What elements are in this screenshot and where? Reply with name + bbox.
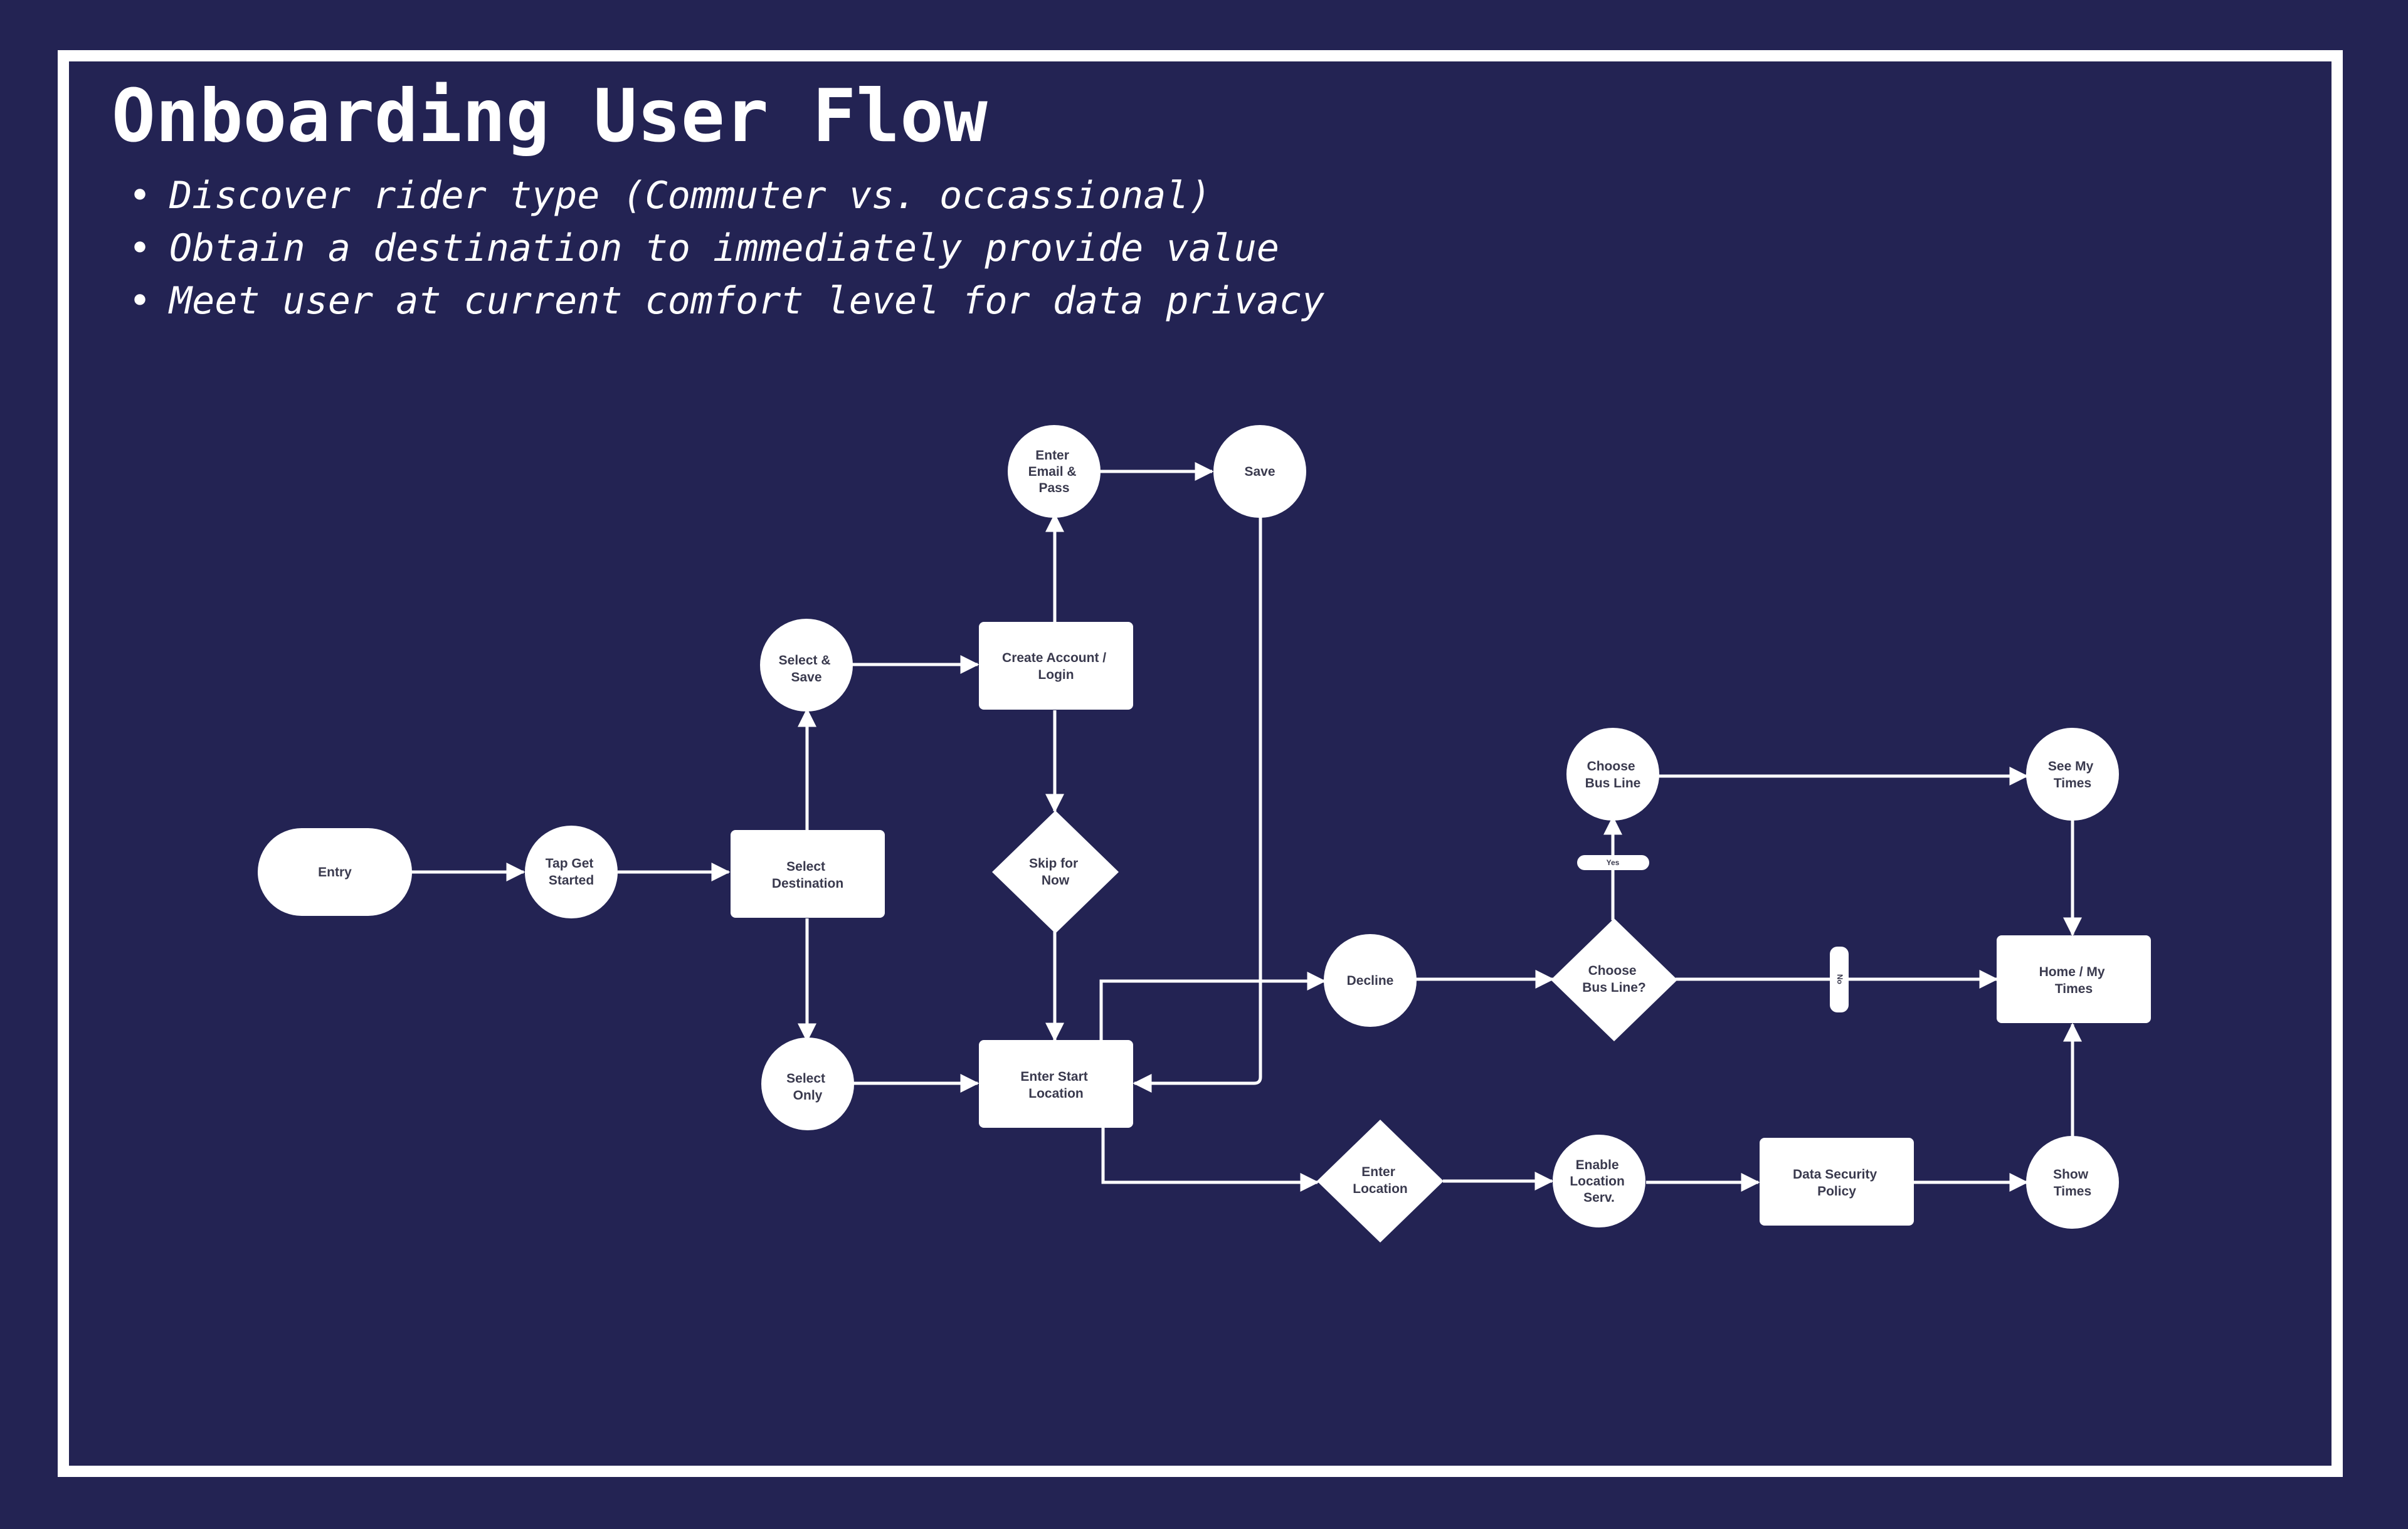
node-select-destination: Select Destination — [731, 830, 885, 918]
svg-text:Show Times: Show Times — [2053, 1167, 2092, 1199]
node-tap-get-started: Tap Get Started — [525, 826, 618, 918]
svg-text:No: No — [1835, 974, 1844, 984]
goal-item: Meet user at current comfort level for d… — [129, 275, 1324, 327]
node-choose-bus-line-decision: Choose Bus Line? — [1551, 918, 1677, 1041]
svg-text:Select Only: Select Only — [786, 1071, 829, 1103]
svg-text:Choose Bus Line?: Choose Bus Line? — [1582, 964, 1646, 995]
yes-label: Yes — [1577, 855, 1649, 870]
svg-text:See My Times: See My Times — [2048, 759, 2097, 791]
node-select-only: Select Only — [761, 1038, 854, 1130]
svg-text:Skip for Now: Skip for Now — [1029, 856, 1082, 888]
node-skip-for-now: Skip for Now — [992, 811, 1119, 933]
page-title: Onboarding User Flow — [112, 74, 988, 159]
svg-text:Enter Email & Pass: Enter Email & Pass — [1028, 448, 1080, 495]
goal-item: Obtain a destination to immediately prov… — [129, 222, 1324, 275]
svg-text:Yes: Yes — [1607, 858, 1620, 867]
node-enter-location: Enter Location — [1317, 1120, 1444, 1243]
node-create-account: Create Account / Login — [979, 622, 1133, 710]
svg-text:Create Account / Login: Create Account / Login — [1002, 651, 1110, 682]
svg-text:Choose Bus Line: Choose Bus Line — [1585, 759, 1641, 791]
svg-text:Entry: Entry — [318, 865, 352, 880]
node-home-my-times: Home / My Times — [1997, 935, 2151, 1023]
node-see-my-times: See My Times — [2026, 728, 2119, 821]
svg-text:Select Destination: Select Destination — [772, 859, 843, 891]
no-label: No — [1830, 947, 1849, 1012]
svg-text:Enter Location: Enter Location — [1353, 1165, 1408, 1196]
svg-text:Data Security Policy: Data Security Policy — [1793, 1167, 1881, 1199]
node-enter-start-location: Enter Start Location — [979, 1040, 1133, 1128]
connector-save-enterstart — [1133, 515, 1262, 1093]
connector-enterstart-enterlocation — [1101, 1127, 1319, 1192]
node-show-times: Show Times — [2026, 1136, 2119, 1229]
svg-text:Save: Save — [1244, 465, 1275, 479]
node-select-save: Select & Save — [760, 619, 853, 712]
svg-text:Home / My Times: Home / My Times — [2039, 965, 2109, 996]
svg-text:Select & Save: Select & Save — [779, 653, 835, 685]
svg-text:Enable Location Se: Enable Location Serv. — [1570, 1158, 1628, 1205]
node-choose-bus-line: Choose Bus Line — [1566, 728, 1659, 821]
goals-list: Discover rider type (Commuter vs. occass… — [129, 169, 1324, 327]
node-decline: Decline — [1324, 934, 1417, 1027]
node-data-security-policy: Data Security Policy — [1760, 1138, 1914, 1226]
node-save: Save — [1213, 425, 1306, 518]
node-enable-location: Enable Location Serv. — [1553, 1135, 1645, 1227]
connector-enterstart-decline — [1099, 972, 1326, 1041]
node-enter-email: Enter Email & Pass — [1008, 425, 1101, 518]
svg-text:Tap Get Started: Tap Get Started — [546, 856, 597, 888]
goal-item: Discover rider type (Commuter vs. occass… — [129, 169, 1324, 222]
svg-text:Enter Start Location: Enter Start Location — [1020, 1069, 1091, 1101]
diagram-frame — [58, 50, 2343, 1477]
connectors — [411, 462, 2082, 1192]
svg-text:Decline: Decline — [1347, 974, 1394, 988]
node-entry: Entry — [258, 828, 412, 916]
